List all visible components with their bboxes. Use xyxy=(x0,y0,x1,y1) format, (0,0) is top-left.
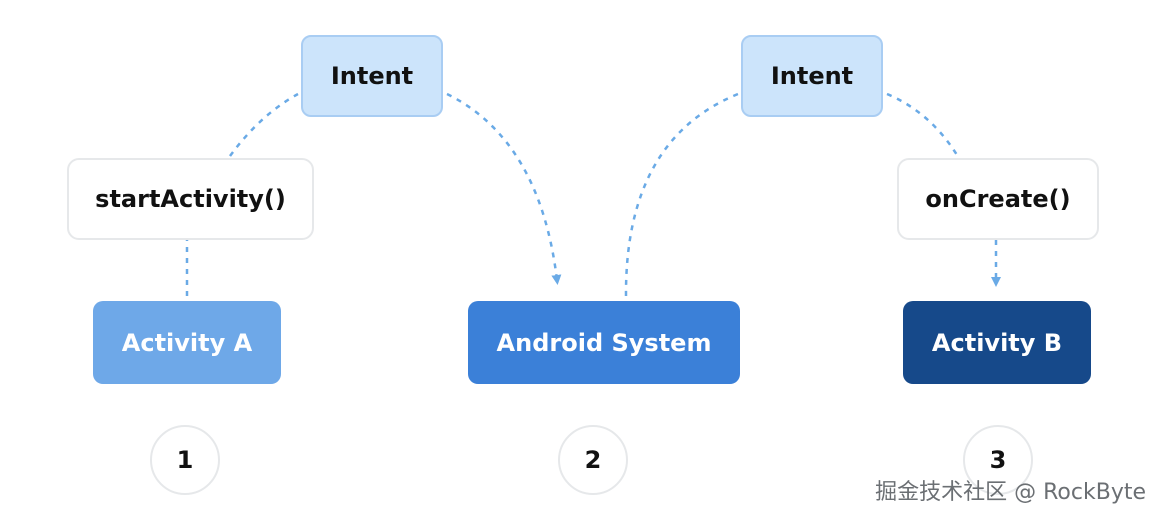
watermark: 掘金技术社区 @ RockByte xyxy=(875,480,1146,505)
activity-b-box: Activity B xyxy=(903,301,1091,384)
connector-call-to-intent-left xyxy=(228,92,299,157)
android-system-box: Android System xyxy=(468,301,740,384)
step-3-badge: 3 xyxy=(963,425,1033,495)
intent-box-left: Intent xyxy=(301,35,443,117)
step-1-badge: 1 xyxy=(150,425,220,495)
connector-system-to-intent-right xyxy=(624,92,739,297)
start-activity-call-box: startActivity() xyxy=(67,158,314,240)
connector-intent-left-to-system xyxy=(446,92,562,285)
step-2-badge: 2 xyxy=(558,425,628,495)
activity-a-box: Activity A xyxy=(93,301,281,384)
connector-intent-right-to-oncreate xyxy=(886,92,959,156)
on-create-call-box: onCreate() xyxy=(897,158,1099,240)
intent-box-right: Intent xyxy=(741,35,883,117)
